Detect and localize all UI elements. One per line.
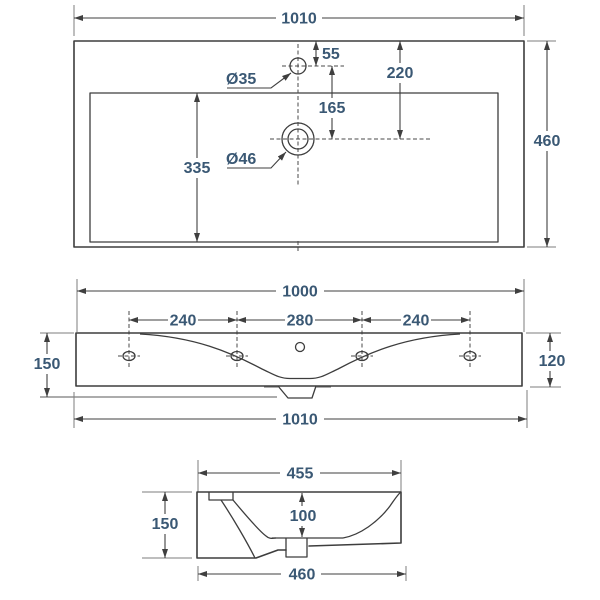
front-dim-overall-width: 1010 <box>73 390 528 429</box>
front-spacing-left-label: 240 <box>170 313 197 330</box>
plan-overall-width-label: 1010 <box>281 11 317 28</box>
side-base-depth-label: 460 <box>289 567 316 584</box>
plan-wastehole-dia-callout: Ø46 <box>226 151 287 169</box>
front-dim-height-right: 120 <box>526 332 566 388</box>
side-dim-top-depth: 455 <box>197 460 402 492</box>
front-bowl-curve <box>139 333 461 380</box>
waste-hole-inner <box>287 128 309 150</box>
front-fixing-holes <box>118 350 481 362</box>
wastehole-dia-label: Ø46 <box>226 151 256 168</box>
side-dim-bowl-depth: 100 <box>290 493 317 537</box>
plan-bowl-depth-label: 335 <box>184 160 211 177</box>
plan-outer-outline <box>73 40 525 248</box>
side-top-depth-label: 455 <box>287 466 314 483</box>
plan-tap-to-waste-label: 165 <box>319 100 346 117</box>
side-dim-height: 150 <box>142 491 192 559</box>
front-view: 1000 240 280 240 <box>34 279 566 429</box>
plan-dim-tap-to-waste: 165 <box>319 66 346 139</box>
front-body-outline <box>75 332 523 387</box>
front-fixing-width-label: 1000 <box>282 284 318 301</box>
overflow-hole <box>294 341 306 353</box>
side-dim-base-depth: 460 <box>197 566 407 584</box>
plan-waste-from-back-label: 220 <box>387 65 414 82</box>
front-overall-width-label: 1010 <box>282 412 318 429</box>
front-dim-hole-spacing: 240 280 240 <box>129 313 470 330</box>
front-height-left-label: 150 <box>34 356 61 373</box>
plan-taphole-offset-label: 55 <box>322 46 340 63</box>
plan-dim-taphole-offset: 55 <box>313 41 340 66</box>
plan-dim-waste-from-back: 220 <box>387 41 414 139</box>
plan-overall-depth-label: 460 <box>534 133 561 150</box>
plan-dim-overall-depth: 460 <box>527 40 561 248</box>
taphole-dia-label: Ø35 <box>226 71 256 88</box>
front-dim-fixing-width: 1000 <box>76 279 525 332</box>
plan-basin-rim <box>89 92 499 243</box>
plan-dim-overall-width: 1010 <box>74 11 524 28</box>
side-section-outline <box>196 491 402 559</box>
plan-view: 1010 55 165 220 <box>73 5 561 251</box>
front-height-right-label: 120 <box>539 353 566 370</box>
side-view: 455 100 150 <box>142 460 407 584</box>
side-bowl-front-curve <box>342 491 402 539</box>
side-bowl-depth-label: 100 <box>290 508 317 525</box>
front-spacing-right-label: 240 <box>403 313 430 330</box>
side-drain-trap <box>285 538 308 558</box>
side-pedestal-inner-wall <box>220 499 256 559</box>
front-spacing-center-label: 280 <box>287 313 314 330</box>
plan-dim-bowl-depth: 335 <box>184 93 211 242</box>
side-height-label: 150 <box>152 516 179 533</box>
plan-taphole-dia-callout: Ø35 <box>226 71 292 89</box>
front-drain-outlet <box>264 385 331 399</box>
front-dim-height-left: 150 <box>34 332 74 397</box>
waste-hole-outer <box>281 122 315 156</box>
tap-hole <box>289 57 307 75</box>
